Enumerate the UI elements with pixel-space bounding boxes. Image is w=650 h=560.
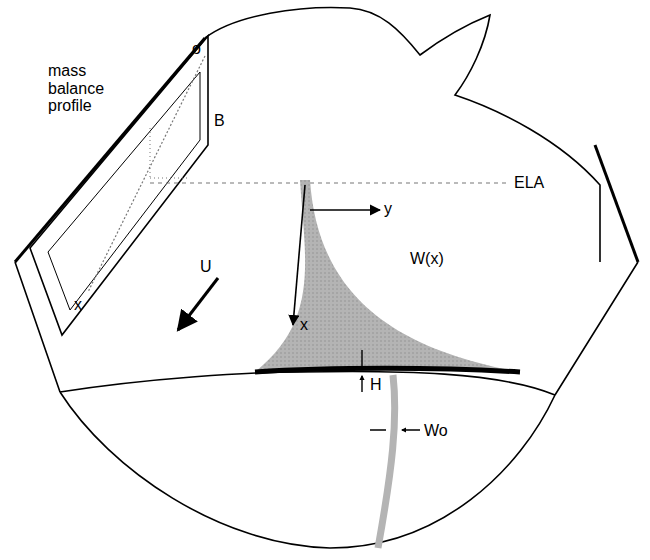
flow-label: U (200, 258, 212, 276)
axis-label: x (300, 316, 308, 334)
debris-band (255, 180, 520, 372)
axis-label: B (214, 112, 225, 130)
glacier-side (15, 262, 638, 395)
ela-line (150, 182, 508, 183)
width-label: Wo (424, 422, 448, 440)
panel-dotted-drop (150, 128, 190, 178)
y-axis-arrow (310, 209, 380, 211)
terminus-line (60, 371, 555, 395)
debris-thickness (255, 368, 520, 372)
mountain-outline (205, 7, 600, 262)
width-arrow (370, 429, 420, 430)
panel-title: mass balance profile (48, 62, 110, 115)
width-label: W(x) (410, 250, 444, 268)
flow-arrow (178, 278, 218, 330)
axis-label: x (74, 296, 82, 314)
valley-floor (60, 392, 555, 548)
thickness-label: H (370, 376, 382, 394)
mass-balance-panel (30, 36, 208, 335)
x-axis-arrow (293, 185, 305, 325)
moraine-strip (378, 375, 395, 548)
valley-wall (15, 38, 205, 262)
mass-balance-profile-line (88, 56, 205, 292)
ela-label: ELA (512, 174, 546, 192)
valley-wall (595, 145, 638, 262)
axis-label: y (384, 200, 392, 218)
thickness-arrow (361, 350, 362, 392)
axis-origin: o (192, 40, 201, 58)
